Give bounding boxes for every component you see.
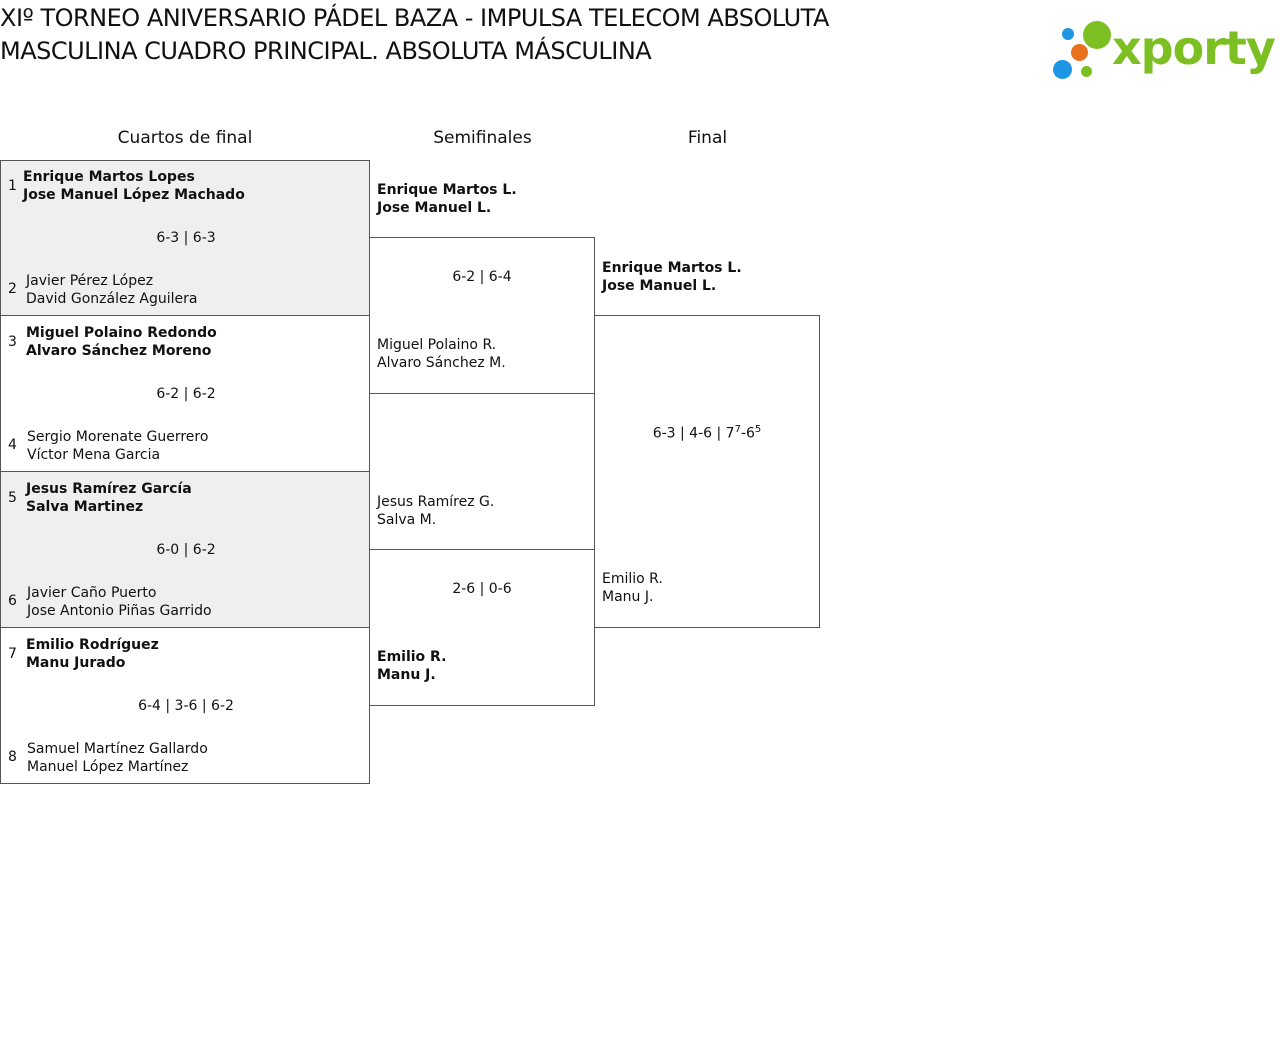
player-name: Salva M.	[377, 512, 437, 528]
quarterfinal-match-4: 7 Emilio Rodríguez Manu Jurado 6-4 | 3-6…	[0, 627, 370, 784]
player-name: Jose Manuel L.	[377, 200, 492, 216]
match-score: 6-4 | 3-6 | 6-2	[138, 698, 234, 714]
match-score: 6-3 | 6-3	[156, 230, 216, 246]
player-name: Víctor Mena Garcia	[27, 447, 161, 463]
player-name: Alvaro Sánchez Moreno	[26, 343, 212, 359]
match-score: 6-0 | 6-2	[156, 542, 216, 558]
final-team-winner[interactable]: Enrique Martos L. Jose Manuel L.	[602, 259, 742, 295]
player-name: Jose Antonio Piñas Garrido	[27, 603, 212, 619]
player-name: Miguel Polaino R.	[377, 337, 497, 353]
player-name: Enrique Martos L.	[602, 260, 742, 276]
player-name: Jesus Ramírez G.	[377, 494, 495, 510]
seed-number: 5	[8, 490, 17, 506]
logo-dot-green-small	[1081, 66, 1092, 77]
player-name: Salva Martinez	[26, 499, 144, 515]
player-name: Emilio R.	[602, 571, 663, 587]
team-loser[interactable]: Javier Pérez López David González Aguile…	[26, 272, 197, 308]
page-title: XIº TORNEO ANIVERSARIO PÁDEL BAZA - IMPU…	[0, 4, 829, 65]
seed-number: 1	[8, 178, 17, 194]
team-loser[interactable]: Samuel Martínez Gallardo Manuel López Ma…	[27, 740, 208, 776]
player-name: Javier Caño Puerto	[27, 585, 157, 601]
seed-number: 6	[8, 593, 17, 609]
player-name: Manu J.	[377, 667, 436, 683]
seed-number: 4	[8, 437, 17, 453]
quarterfinal-match-3: 5 Jesus Ramírez García Salva Martinez 6-…	[0, 471, 370, 628]
semifinal-1-team-loser[interactable]: Miguel Polaino R. Alvaro Sánchez M.	[377, 336, 506, 372]
logo-dot-blue-bottom	[1053, 60, 1072, 79]
seed-number: 7	[8, 646, 17, 662]
seed-number: 2	[8, 281, 17, 297]
semifinal-2-team-loser[interactable]: Jesus Ramírez G. Salva M.	[377, 493, 494, 529]
semifinal-2-team-winner[interactable]: Emilio R. Manu J.	[377, 648, 446, 684]
xporty-logo[interactable]: xporty	[1050, 18, 1276, 84]
semifinal-match-1: 6-2 | 6-4 Miguel Polaino R. Alvaro Sánch…	[369, 237, 595, 394]
tiebreak-a: 7	[734, 424, 741, 435]
team-loser[interactable]: Sergio Morenate Guerrero Víctor Mena Gar…	[27, 428, 208, 464]
round-header-quarterfinals: Cuartos de final	[117, 128, 253, 148]
team-winner[interactable]: Emilio Rodríguez Manu Jurado	[26, 636, 159, 672]
logo-wordmark: xporty	[1112, 21, 1276, 75]
team-winner[interactable]: Jesus Ramírez García Salva Martinez	[26, 480, 192, 516]
seed-number: 8	[8, 749, 17, 765]
player-name: Jose Manuel López Machado	[23, 187, 245, 203]
quarterfinal-match-1: 1 Enrique Martos Lopes Jose Manuel López…	[0, 160, 370, 316]
logo-dot-orange	[1071, 44, 1088, 61]
player-name: Samuel Martínez Gallardo	[27, 741, 208, 757]
round-header-semifinals: Semifinales	[433, 128, 532, 148]
player-name: Enrique Martos L.	[377, 182, 517, 198]
player-name: Jesus Ramírez García	[26, 481, 192, 497]
match-score: 6-2 | 6-2	[156, 386, 216, 402]
round-header-final: Final	[687, 128, 728, 148]
tiebreak-b: 5	[754, 424, 762, 435]
player-name: Jose Manuel L.	[602, 278, 717, 294]
team-winner[interactable]: Miguel Polaino Redondo Alvaro Sánchez Mo…	[26, 324, 217, 360]
seed-number: 3	[8, 334, 17, 350]
final-team-loser[interactable]: Emilio R. Manu J.	[602, 570, 663, 606]
final-score: 6-3 | 4-6 | 77-65	[595, 424, 819, 442]
logo-dot-green-large	[1083, 21, 1111, 49]
team-winner[interactable]: Enrique Martos Lopes Jose Manuel López M…	[23, 168, 245, 204]
player-name: Emilio R.	[377, 649, 447, 665]
player-name: Manu Jurado	[26, 655, 126, 671]
player-name: Javier Pérez López	[26, 273, 154, 289]
player-name: David González Aguilera	[26, 291, 198, 307]
final-score-mid: -6	[740, 425, 755, 442]
final-match: 6-3 | 4-6 | 77-65 Emilio R. Manu J.	[594, 315, 820, 628]
match-score: 2-6 | 0-6	[452, 581, 512, 597]
player-name: Manu J.	[602, 589, 654, 605]
player-name: Emilio Rodríguez	[26, 637, 159, 653]
match-score: 6-2 | 6-4	[452, 269, 512, 285]
final-score-main: 6-3 | 4-6 | 7	[652, 425, 735, 442]
player-name: Miguel Polaino Redondo	[26, 325, 217, 341]
quarterfinal-match-2: 3 Miguel Polaino Redondo Alvaro Sánchez …	[0, 315, 370, 472]
player-name: Enrique Martos Lopes	[23, 169, 195, 185]
semifinal-match-2: 2-6 | 0-6 Emilio R. Manu J.	[369, 549, 595, 706]
player-name: Manuel López Martínez	[27, 759, 189, 775]
player-name: Sergio Morenate Guerrero	[27, 429, 209, 445]
player-name: Alvaro Sánchez M.	[377, 355, 506, 371]
semifinal-1-team-winner[interactable]: Enrique Martos L. Jose Manuel L.	[377, 181, 517, 217]
team-loser[interactable]: Javier Caño Puerto Jose Antonio Piñas Ga…	[27, 584, 212, 620]
logo-dot-blue-top	[1062, 28, 1074, 40]
